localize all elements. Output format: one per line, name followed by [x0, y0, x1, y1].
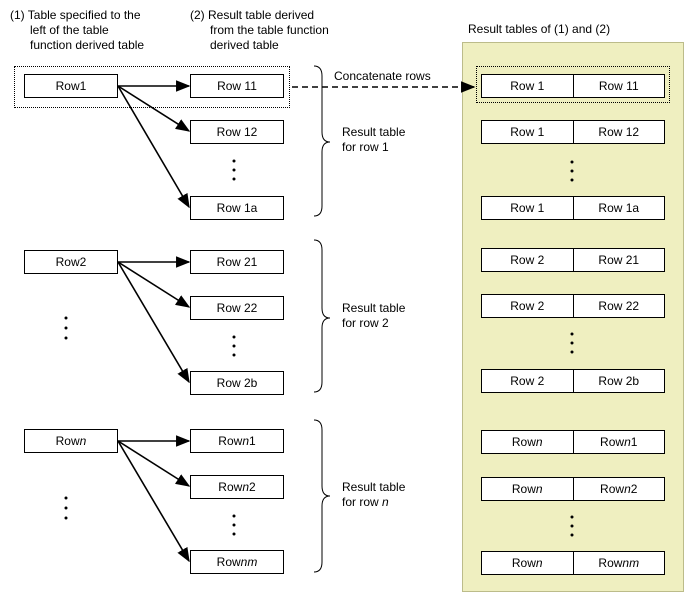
dots-result-2: [570, 332, 574, 354]
dots-derived-1: [232, 159, 236, 181]
arrow-n-n2: [117, 440, 191, 487]
arrow-2-2b: [117, 261, 190, 384]
dots-source-1: [64, 316, 68, 340]
result-tables-label: Result tables of (1) and (2): [468, 22, 611, 36]
derived-row-22: Row 22: [190, 296, 284, 320]
result-row-n-nm: Row n Row nm: [481, 551, 665, 575]
dots-derived-n: [232, 514, 236, 536]
arrow-1-12: [117, 85, 191, 132]
brace-row2: [313, 239, 331, 393]
derived-table-label: (2) Result table derived from the table …: [190, 8, 329, 52]
brace-label-row1: Result table for row 1: [342, 125, 406, 154]
derived-row-11: Row 11: [190, 74, 284, 98]
brace-label-rown: Result table for row n: [342, 480, 406, 509]
derived-row-2b: Row 2b: [190, 371, 284, 395]
source-row-n: Row n: [24, 429, 118, 453]
concatenate-label: Concatenate rows: [334, 69, 431, 83]
brace-rown: [313, 419, 331, 573]
source-row-1: Row 1: [24, 74, 118, 98]
dots-derived-2: [232, 335, 236, 357]
dots-result-n: [570, 515, 574, 537]
source-table-label: (1) Table specified to the left of the t…: [10, 8, 145, 52]
derived-row-12: Row 12: [190, 120, 284, 144]
dots-source-2: [64, 496, 68, 520]
arrow-1-1a: [117, 85, 190, 209]
highlight-result-row1: [476, 66, 670, 103]
brace-label-row2: Result table for row 2: [342, 301, 406, 330]
derived-row-1a: Row 1a: [190, 196, 284, 220]
source-row-2: Row 2: [24, 250, 118, 274]
arrow-2-22: [117, 261, 191, 308]
brace-row1: [313, 65, 331, 217]
arrow-n-nm: [117, 440, 190, 563]
dots-result-1: [570, 160, 574, 182]
derived-row-nm: Row nm: [190, 550, 284, 574]
derived-row-21: Row 21: [190, 250, 284, 274]
